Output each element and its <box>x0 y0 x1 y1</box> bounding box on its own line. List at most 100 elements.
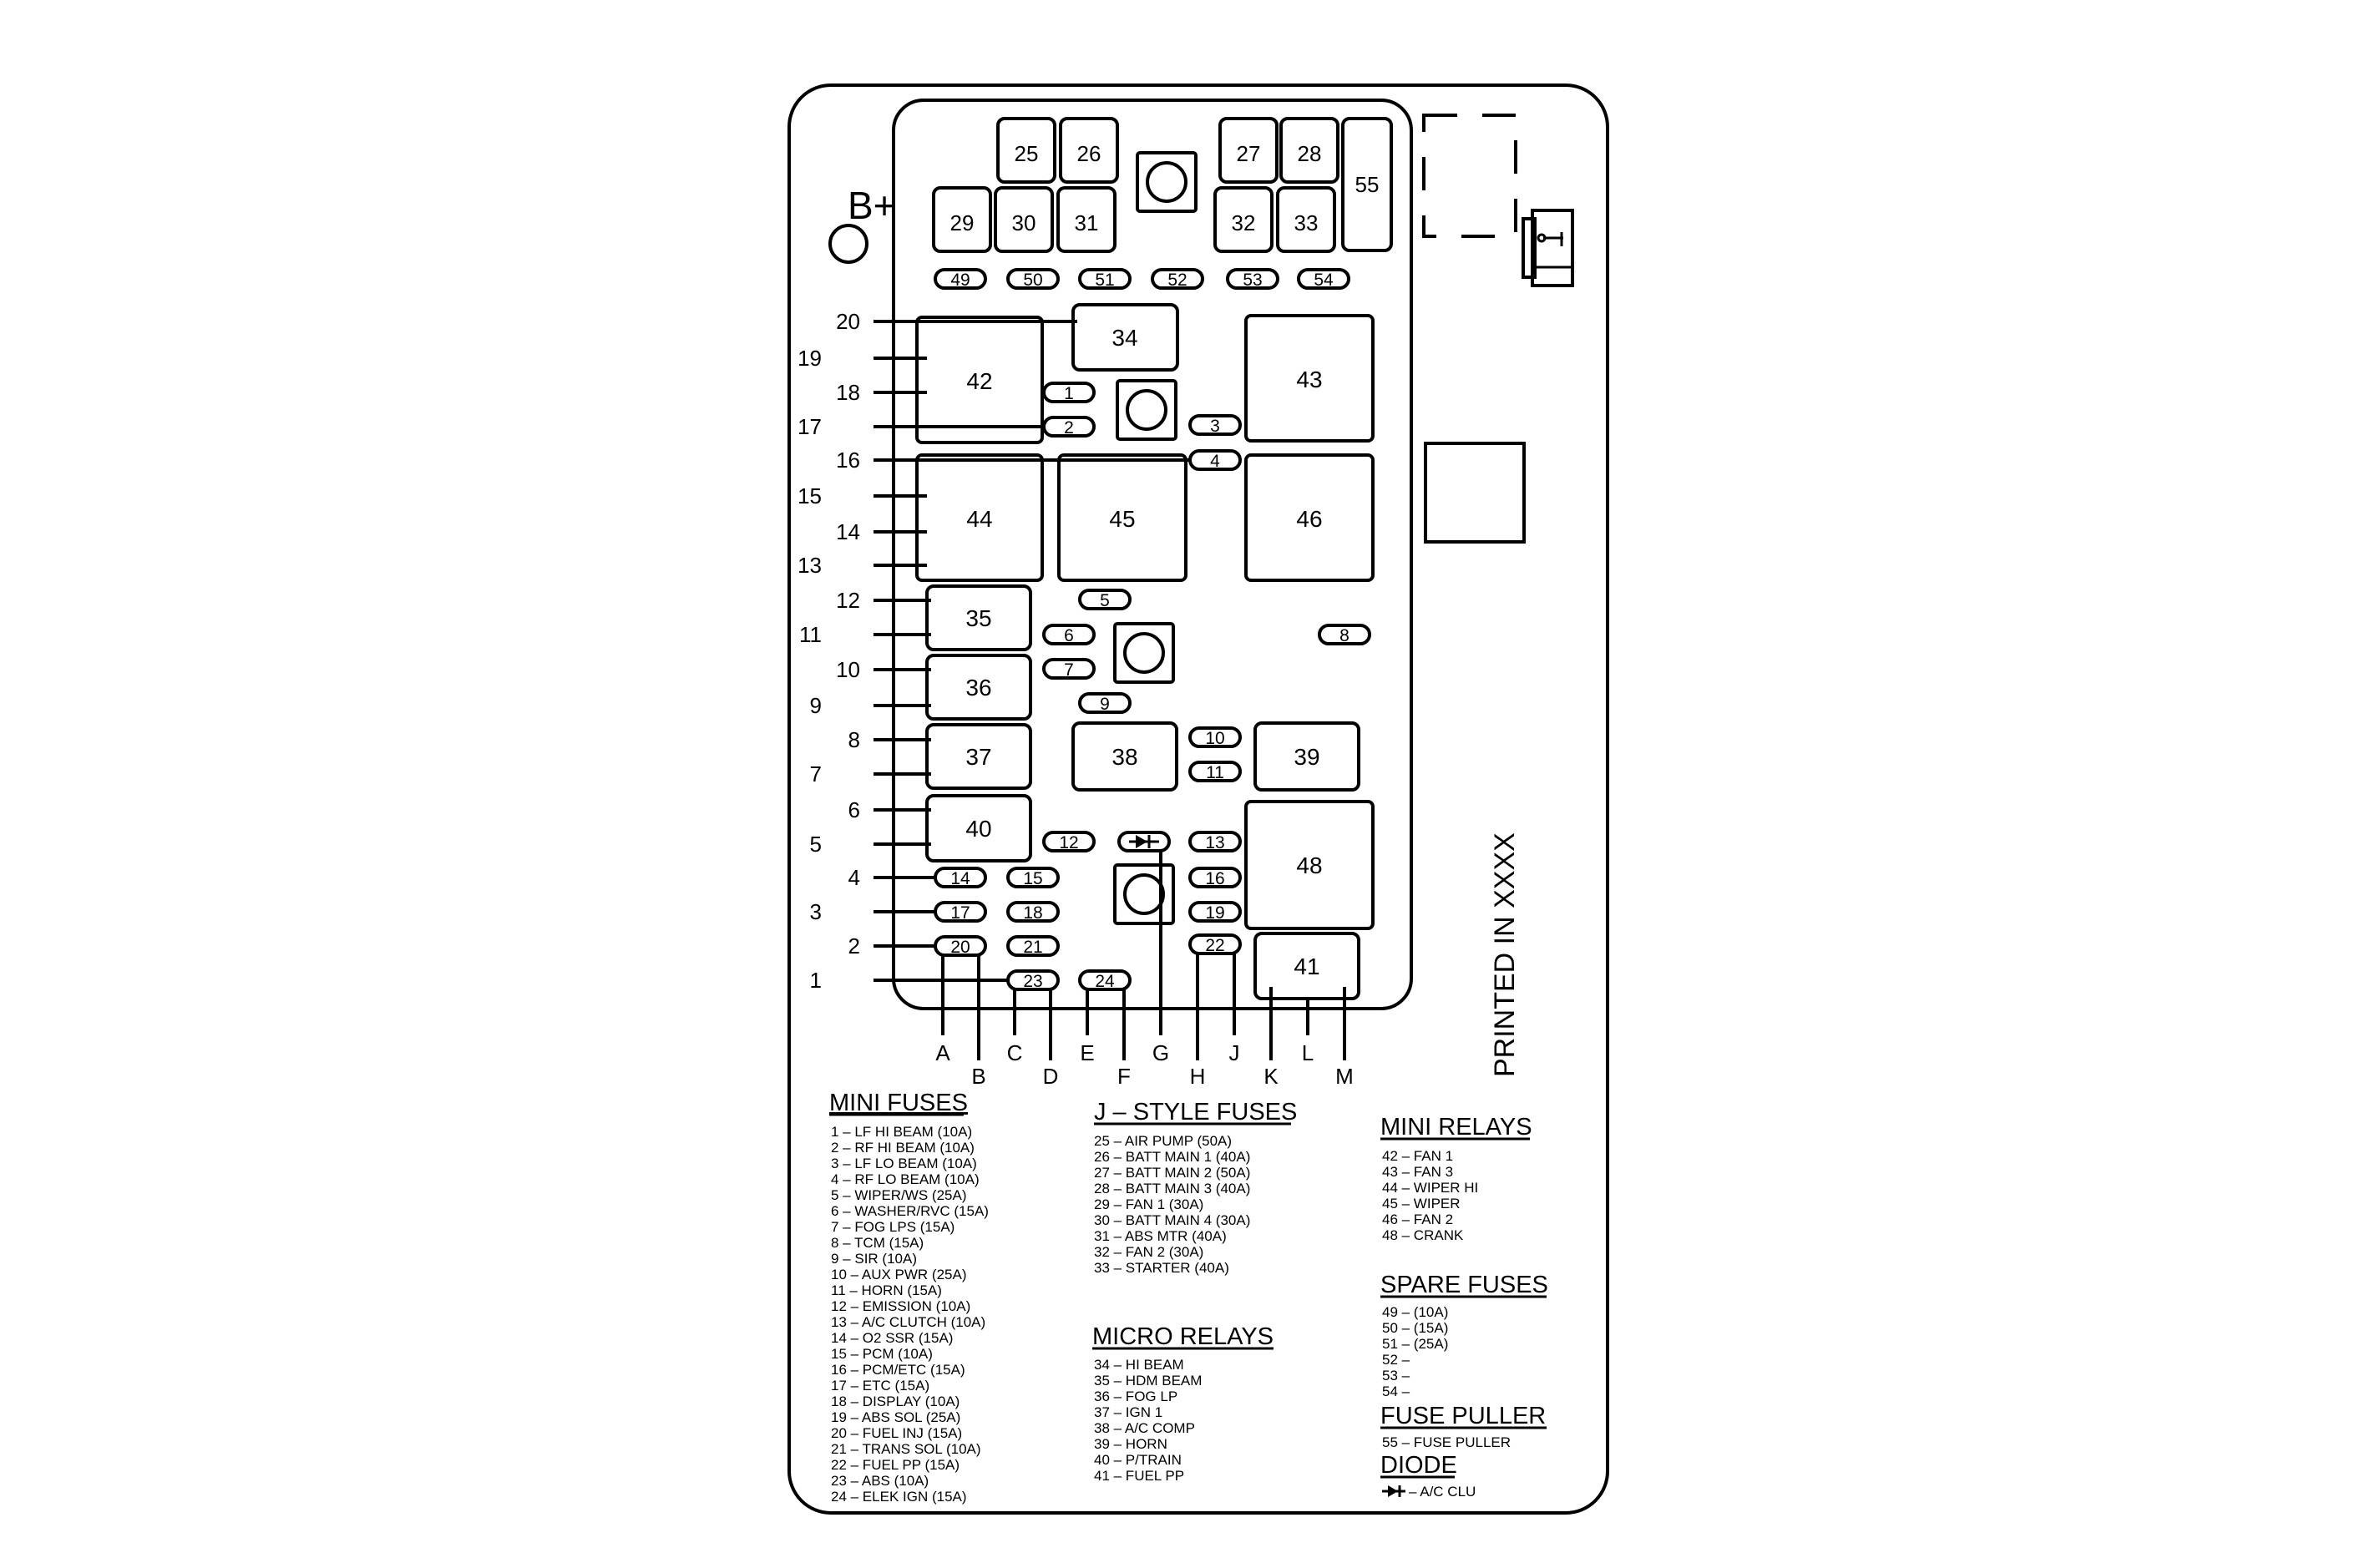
pin-label: L <box>1302 1040 1314 1065</box>
svg-text:28: 28 <box>1298 141 1322 166</box>
connector-lock-icon <box>1522 209 1574 287</box>
legend-title-micro-relays: MICRO RELAYS <box>1092 1323 1274 1350</box>
pin-label: 15 <box>798 483 822 508</box>
legend-item: 22 – FUEL PP (15A) <box>831 1457 960 1473</box>
svg-text:45: 45 <box>1109 506 1135 532</box>
legend-item: 44 – WIPER HI <box>1382 1180 1478 1196</box>
printed-in-label: PRINTED IN XXXX <box>1489 832 1521 1077</box>
fuse-block-panel <box>892 99 1413 1010</box>
legend-title-diode: DIODE <box>1380 1452 1457 1479</box>
svg-text:38: 38 <box>1112 744 1137 770</box>
mini-fuse: 17 <box>934 901 987 923</box>
relay: 45 <box>1057 453 1187 582</box>
legend-item: 34 – HI BEAM <box>1094 1357 1184 1373</box>
pin-label: D <box>1043 1064 1059 1089</box>
svg-text:18: 18 <box>1023 903 1042 923</box>
mini-fuse: 24 <box>1078 969 1132 991</box>
svg-text:6: 6 <box>1064 626 1074 645</box>
relay: 48 <box>1244 800 1375 930</box>
svg-text:29: 29 <box>950 210 975 235</box>
svg-text:17: 17 <box>950 903 970 923</box>
svg-text:31: 31 <box>1075 210 1099 235</box>
diode-legend-icon <box>1382 1485 1405 1497</box>
svg-text:23: 23 <box>1023 972 1042 991</box>
svg-text:51: 51 <box>1095 271 1114 290</box>
square-cutout <box>1424 442 1526 544</box>
svg-text:12: 12 <box>1059 833 1078 852</box>
legend-item: 31 – ABS MTR (40A) <box>1094 1228 1227 1244</box>
legend-item: 1 – LF HI BEAM (10A) <box>831 1124 972 1140</box>
svg-text:50: 50 <box>1023 271 1042 290</box>
mounting-bolt <box>1116 379 1177 441</box>
mini-fuse: 6 <box>1042 624 1096 645</box>
svg-text:54: 54 <box>1314 271 1334 290</box>
mini-fuse: 20 <box>934 935 987 957</box>
legend-item: 16 – PCM/ETC (15A) <box>831 1362 965 1378</box>
legend-item: 20 – FUEL INJ (15A) <box>831 1425 962 1441</box>
legend-item: 46 – FAN 2 <box>1382 1211 1453 1227</box>
legend-item: 5 – WIPER/WS (25A) <box>831 1187 966 1203</box>
legend-item: 33 – STARTER (40A) <box>1094 1260 1229 1276</box>
mini-fuse: 1 <box>1042 382 1096 403</box>
pin-label: 1 <box>810 968 822 993</box>
pin-label: K <box>1263 1064 1279 1089</box>
pin-label: 9 <box>810 693 822 718</box>
legend-title-spare-fuses: SPARE FUSES <box>1380 1272 1548 1298</box>
svg-text:24: 24 <box>1095 972 1115 991</box>
relay: 35 <box>925 584 1032 651</box>
relay: 34 <box>1071 303 1179 372</box>
pin-label: 3 <box>810 899 822 924</box>
pin-label: F <box>1117 1064 1131 1089</box>
legend-item: 11 – HORN (15A) <box>831 1282 942 1298</box>
svg-text:42: 42 <box>966 368 992 394</box>
fuse-puller: 55 <box>1341 117 1393 252</box>
legend-item: 43 – FAN 3 <box>1382 1164 1453 1180</box>
pin-label: C <box>1007 1040 1023 1065</box>
mini-fuse: 3 <box>1188 414 1242 436</box>
legend-title-fuse-puller: FUSE PULLER <box>1380 1403 1546 1429</box>
jstyle-fuse: 30 <box>994 186 1054 253</box>
relay: 36 <box>925 654 1032 721</box>
pin-label: G <box>1152 1040 1169 1065</box>
legend-item: 15 – PCM (10A) <box>831 1346 933 1362</box>
legend-title-mini-relays: MINI RELAYS <box>1380 1114 1532 1141</box>
legend-item: 40 – P/TRAIN <box>1094 1452 1182 1468</box>
legend-item: 21 – TRANS SOL (10A) <box>831 1441 981 1457</box>
legend-item: 4 – RF LO BEAM (10A) <box>831 1171 980 1187</box>
mounting-bolt <box>1113 622 1175 684</box>
pin-label: 8 <box>848 727 860 752</box>
mini-fuse: 23 <box>1006 969 1060 991</box>
spare-fuse: 49 <box>934 268 987 290</box>
pin-label: 12 <box>836 588 860 613</box>
svg-text:1: 1 <box>1064 384 1074 403</box>
svg-text:4: 4 <box>1210 452 1220 471</box>
pin-label: M <box>1335 1064 1354 1089</box>
legend-item: 45 – WIPER <box>1382 1196 1461 1211</box>
spare-fuse: 50 <box>1006 268 1060 290</box>
mini-fuse: 22 <box>1188 933 1242 955</box>
legend-item: – A/C CLU <box>1409 1484 1476 1500</box>
relay: 40 <box>925 794 1032 862</box>
legend-item: 10 – AUX PWR (25A) <box>831 1267 967 1282</box>
b-plus-terminal <box>828 224 868 264</box>
b-plus-label: B+ <box>848 184 896 227</box>
mini-fuse: 8 <box>1318 624 1371 645</box>
legend-item: 49 – (10A) <box>1382 1304 1448 1320</box>
legend-item: 9 – SIR (10A) <box>831 1251 917 1267</box>
svg-text:33: 33 <box>1294 210 1319 235</box>
legend-item: 37 – IGN 1 <box>1094 1404 1162 1420</box>
jstyle-fuse: 27 <box>1218 117 1279 184</box>
legend-item: 42 – FAN 1 <box>1382 1148 1453 1164</box>
relay: 43 <box>1244 314 1375 443</box>
svg-text:40: 40 <box>965 816 991 842</box>
jstyle-fuse: 28 <box>1279 117 1339 184</box>
legend-item: 29 – FAN 1 (30A) <box>1094 1196 1203 1212</box>
legend-item: 36 – FOG LP <box>1094 1389 1177 1404</box>
legend-item: 30 – BATT MAIN 4 (30A) <box>1094 1212 1250 1228</box>
mounting-bolt-hole <box>1123 632 1165 674</box>
legend-item: 7 – FOG LPS (15A) <box>831 1219 955 1235</box>
svg-text:11: 11 <box>1206 763 1224 782</box>
mini-fuse: 10 <box>1188 726 1242 748</box>
relay: 37 <box>925 723 1032 790</box>
legend-item: 55 – FUSE PULLER <box>1382 1434 1511 1450</box>
